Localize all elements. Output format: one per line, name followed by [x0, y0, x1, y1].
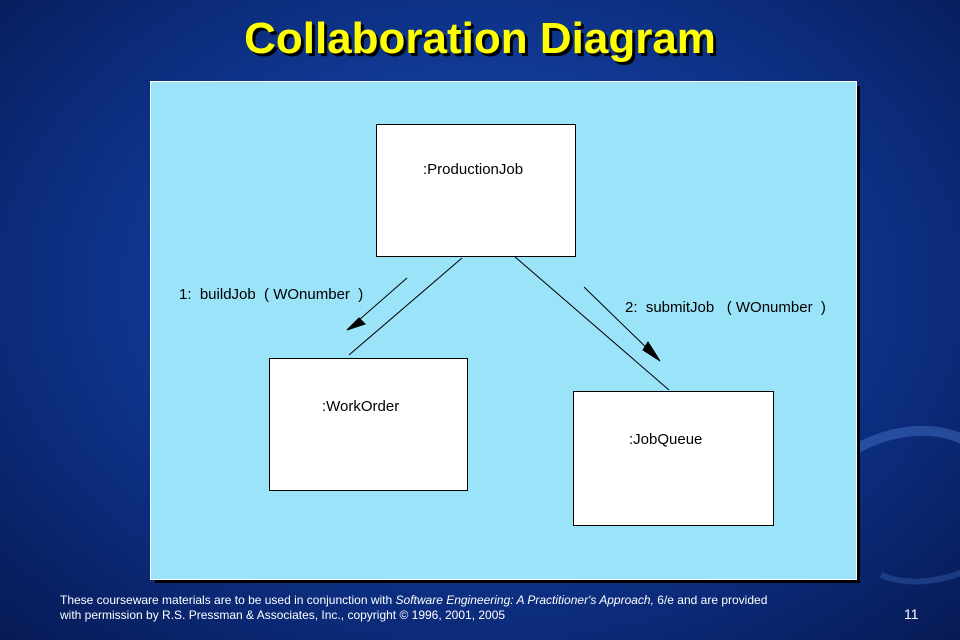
footer-text-b: 6/e and are provided — [653, 593, 768, 607]
link-productionjob-jobqueue — [513, 255, 670, 391]
object-job-queue[interactable]: :JobQueue — [573, 391, 774, 526]
object-work-order[interactable]: :WorkOrder — [269, 358, 468, 491]
footer-text-line2: with permission by R.S. Pressman & Assoc… — [60, 608, 506, 622]
link-productionjob-workorder — [348, 257, 463, 356]
page-number: 11 — [904, 606, 919, 622]
copyright-footer: These courseware materials are to be use… — [60, 593, 860, 623]
message-arrowhead-submitjob — [642, 341, 661, 362]
object-label-work-order: :WorkOrder — [322, 398, 400, 415]
message-label-submitjob: 2: submitJob ( WOnumber ) — [625, 299, 826, 316]
footer-text-a: These courseware materials are to be use… — [60, 593, 396, 607]
slide-title: Collaboration Diagram — [244, 14, 716, 63]
object-production-job[interactable]: :ProductionJob — [376, 124, 576, 257]
connector-layer — [346, 255, 670, 391]
object-label-production-job: :ProductionJob — [423, 161, 524, 178]
footer-book-title: Software Engineering: A Practitioner's A… — [395, 593, 654, 607]
message-label-buildjob: 1: buildJob ( WOnumber ) — [179, 286, 364, 303]
diagram-panel: :ProductionJob :WorkOrder :JobQueue 1: b… — [150, 81, 857, 580]
object-label-job-queue: :JobQueue — [629, 431, 703, 448]
message-arrowhead-buildjob — [346, 317, 366, 331]
